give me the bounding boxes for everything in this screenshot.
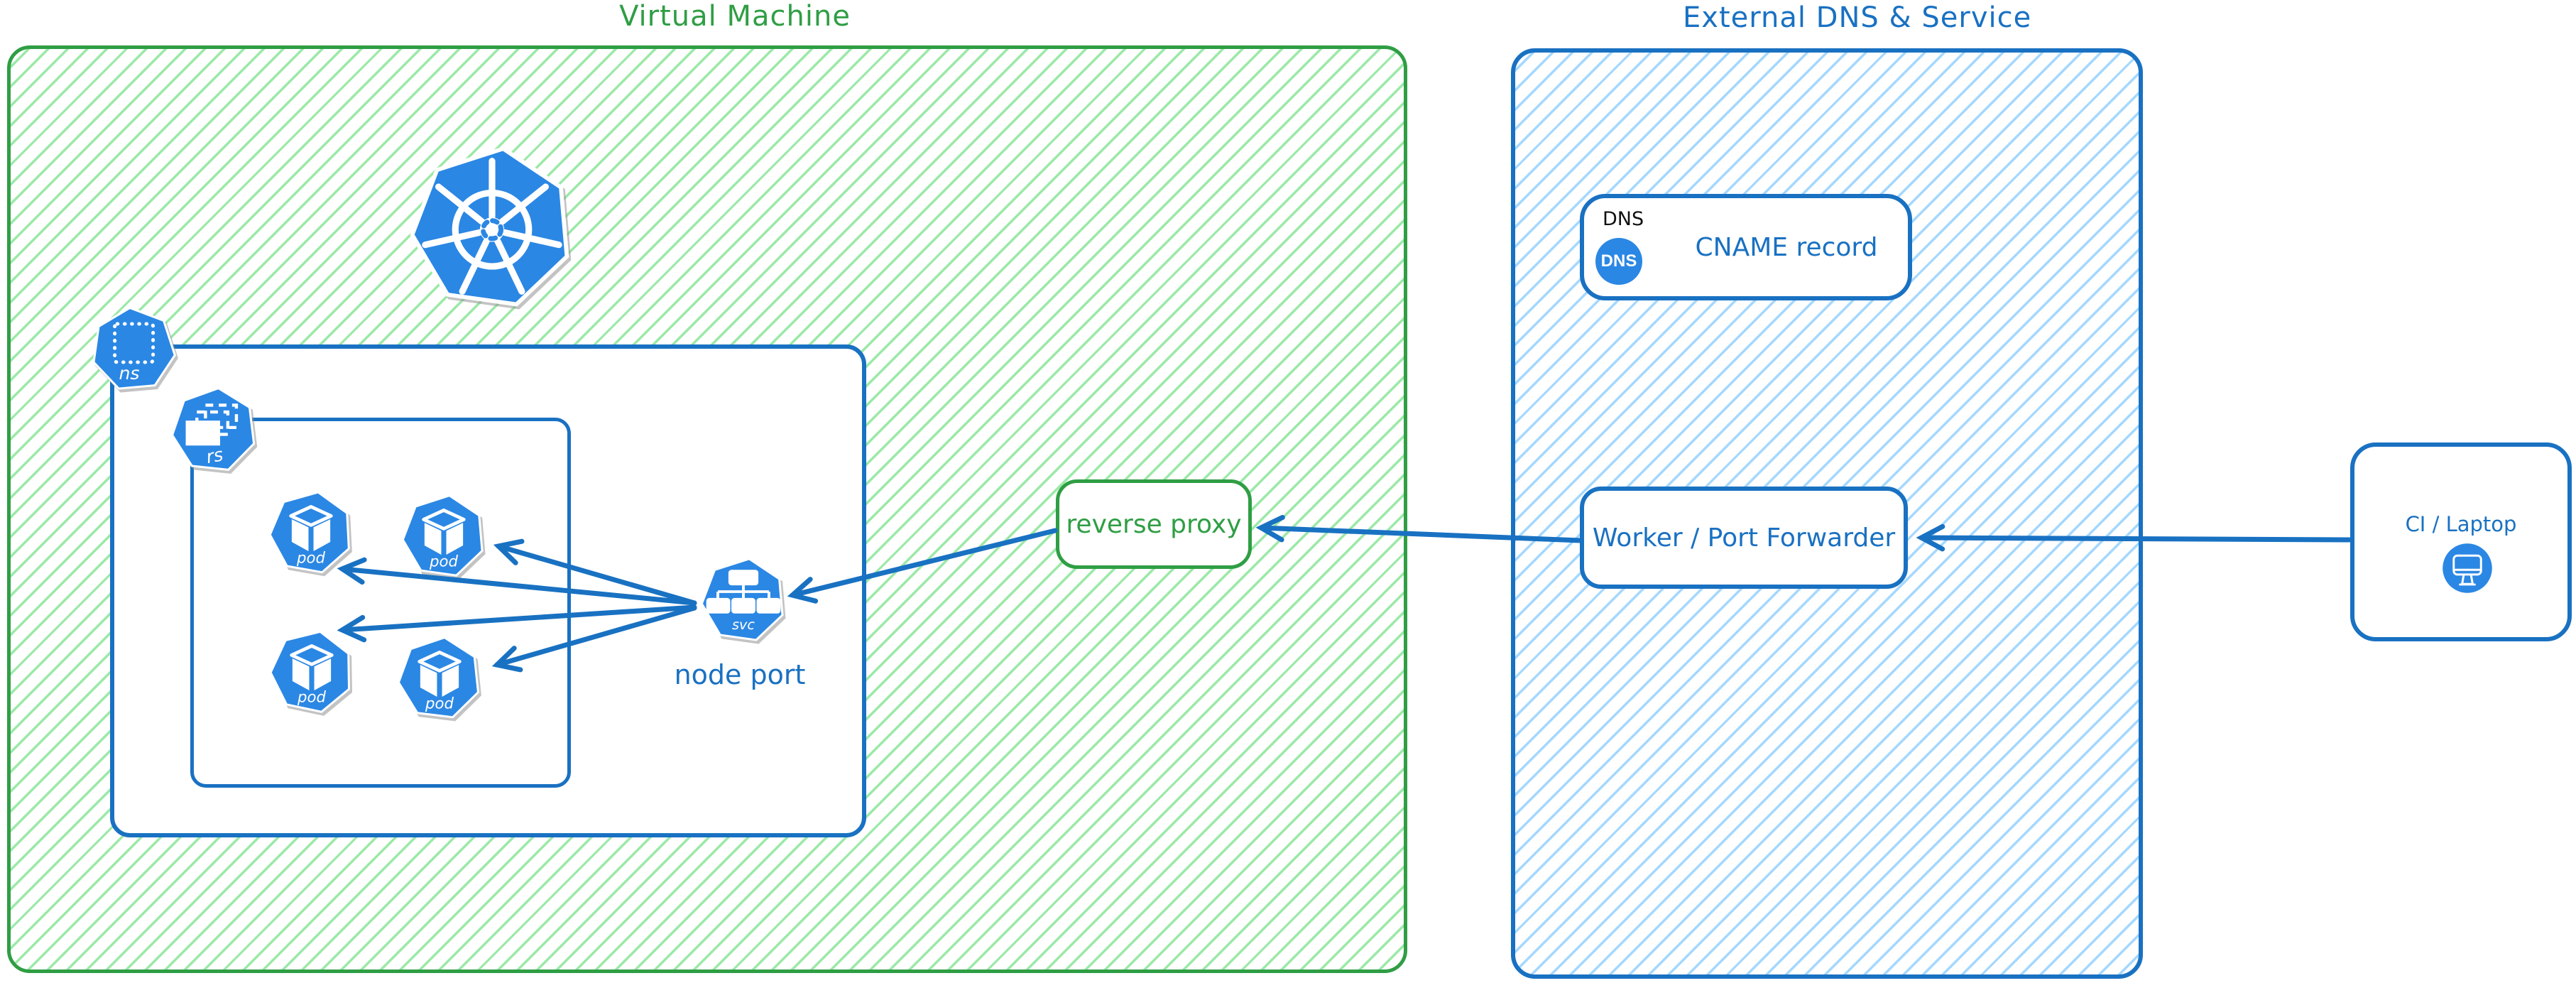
- ci-laptop-label: CI / Laptop: [2405, 512, 2517, 536]
- rs-label: rs: [204, 443, 225, 467]
- service-icon: svc: [697, 552, 791, 645]
- namespace-icon: ns: [88, 303, 179, 392]
- virtual-machine-title: Virtual Machine: [619, 0, 851, 33]
- dns-badge-icon: DNS: [1595, 238, 1642, 285]
- pod-label: pod: [297, 688, 326, 706]
- pod-label: pod: [429, 553, 458, 570]
- pod-icon-1: pod: [263, 484, 359, 577]
- pod-icon-2: pod: [398, 489, 491, 580]
- pod-label: pod: [296, 549, 325, 567]
- dns-card: DNS DNS CNAME record: [1580, 194, 1912, 300]
- cname-record-label: CNAME record: [1695, 232, 1878, 262]
- ci-laptop-card: CI / Laptop: [2350, 442, 2572, 641]
- dns-badge-label: DNS: [1600, 251, 1637, 271]
- pod-icon-3: pod: [263, 622, 361, 718]
- node-port-label: node port: [674, 659, 806, 690]
- pod-icon-4: pod: [394, 631, 486, 722]
- pod-label: pod: [425, 695, 454, 712]
- monitor-icon: [2443, 543, 2492, 593]
- svc-label: svc: [732, 617, 755, 633]
- replicaset-box: [190, 418, 571, 788]
- external-dns-title: External DNS & Service: [1683, 1, 2032, 34]
- reverse-proxy-box: reverse proxy: [1056, 479, 1252, 569]
- worker-card: Worker / Port Forwarder: [1580, 487, 1908, 589]
- replicaset-icon: rs: [168, 382, 261, 474]
- kubernetes-logo-icon: [410, 146, 574, 310]
- worker-label: Worker / Port Forwarder: [1592, 523, 1896, 553]
- reverse-proxy-label: reverse proxy: [1066, 509, 1242, 539]
- dns-tag: DNS: [1603, 208, 1644, 230]
- ns-label: ns: [119, 363, 139, 384]
